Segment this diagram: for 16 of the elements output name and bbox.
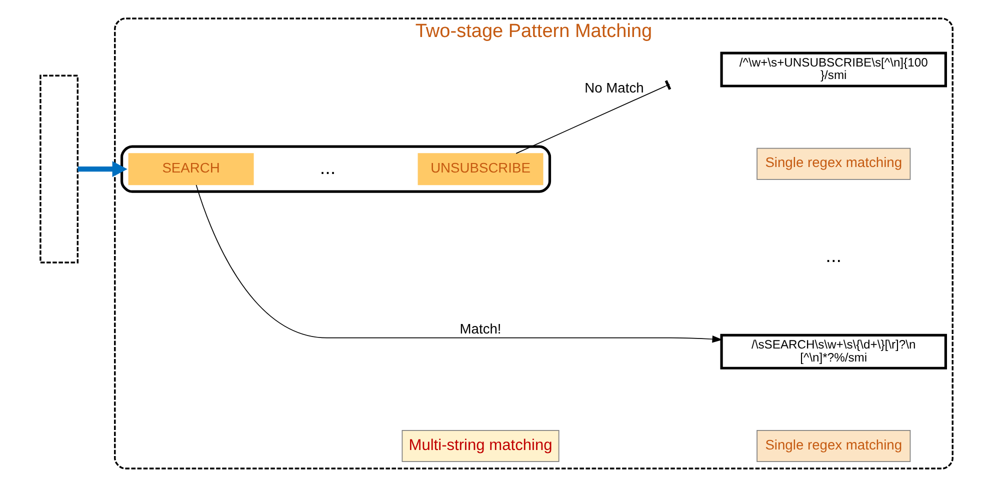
node-box: Single regex matching [756, 430, 911, 462]
edge-label: No Match [584, 80, 644, 96]
node-box: Multi-string matching [402, 430, 560, 462]
arrow [78, 161, 128, 177]
node-box: UNSUBSCRIBE [418, 153, 544, 186]
node-box: SEARCH [128, 153, 254, 186]
node-box: /^\w+\s+UNSUBSCRIBE\s[^\n]{100}/smi [720, 52, 947, 88]
node-box: Single regex matching [756, 148, 911, 180]
label: ... [826, 246, 842, 268]
cluster [120, 145, 552, 193]
arrow [196, 184, 723, 343]
edge-label: Match! [460, 320, 502, 336]
node-box: /\sSEARCH\s\w+\s\{\d+\}[\r]?\n[^\n]*?%/smi [720, 334, 947, 370]
connector [516, 80, 672, 154]
node-box [40, 74, 79, 264]
label: ... [320, 158, 336, 179]
